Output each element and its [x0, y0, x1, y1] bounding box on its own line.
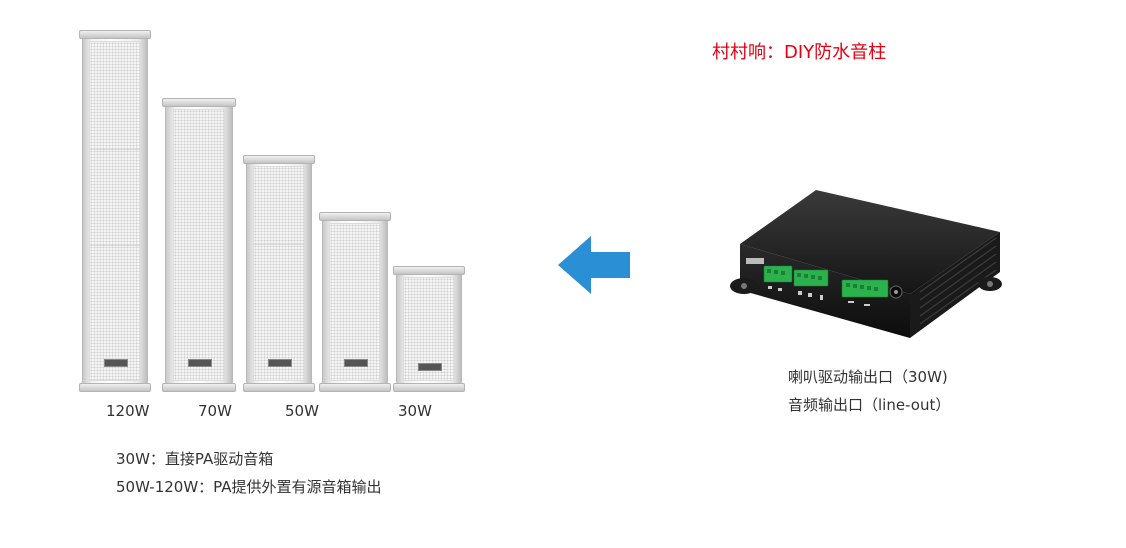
speaker-column-50w	[243, 155, 315, 392]
note-50w-120w: 50W-120W：PA提供外置有源音箱输出	[116, 478, 382, 496]
speaker-label-70w: 70W	[198, 402, 232, 420]
speaker-column-30w	[393, 266, 465, 392]
speaker-label-120w: 120W	[106, 402, 150, 420]
amp-feature-line-out: 音频输出口（line-out）	[788, 396, 951, 414]
note-30w: 30W：直接PA驱动音箱	[116, 450, 274, 468]
page-title: 村村响：DIY防水音柱	[712, 42, 887, 63]
speaker-label-30w: 30W	[398, 402, 432, 420]
speaker-column-70w	[162, 98, 236, 392]
speaker-column-30w-medium	[319, 212, 391, 392]
amp-feature-speaker-output: 喇叭驱动输出口（30W)	[788, 368, 948, 386]
arrow-left-icon	[558, 236, 630, 294]
speaker-column-120w	[79, 30, 151, 392]
amplifier-device-image	[730, 190, 1002, 338]
speaker-label-50w: 50W	[285, 402, 319, 420]
